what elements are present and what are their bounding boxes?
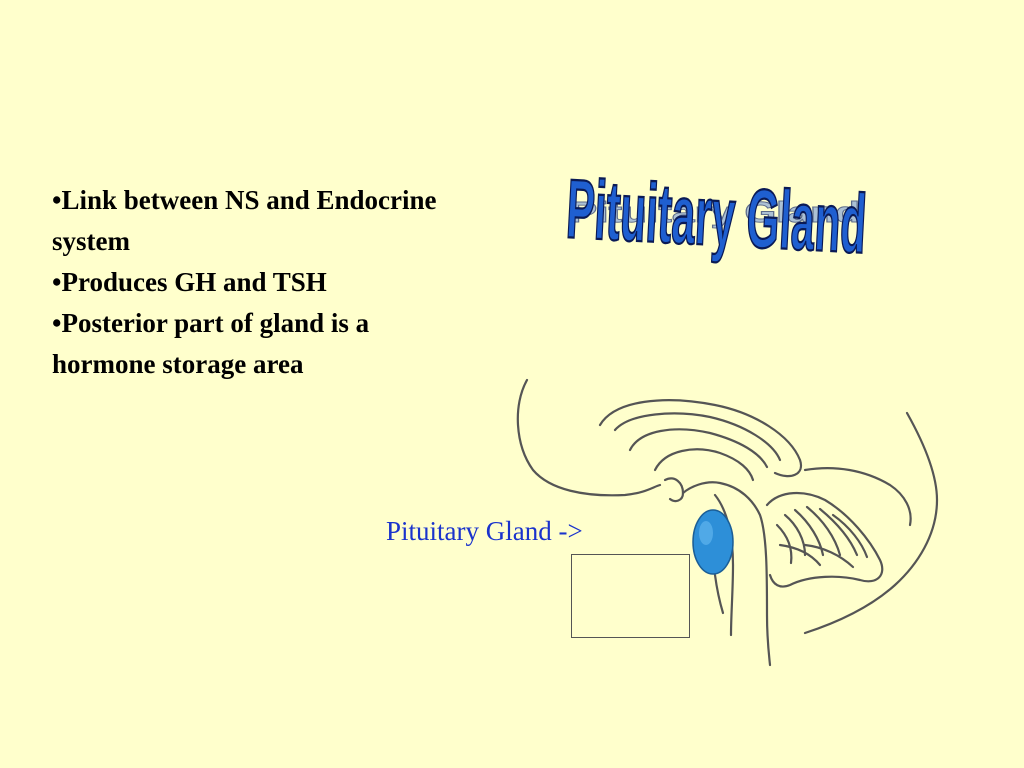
bullet-item: •Link between NS and Endocrine system [52,185,437,256]
wordart-main-text: Pituitary Gland [564,175,868,272]
pituitary-arrow-label: Pituitary Gland -> [386,516,583,546]
bullet-list: •Link between NS and Endocrine system •P… [52,180,452,385]
wordart-shadow: Pituitary Gland [570,197,860,229]
brain-sagittal-diagram [516,378,939,667]
pituitary-gland-shape [692,509,734,575]
bullet-item: •Posterior part of gland is a hormone st… [52,308,370,379]
empty-label-box [571,554,690,638]
wordart-title: Pituitary Gland Pituitary Gland [563,175,869,272]
bullet-item: •Produces GH and TSH [52,267,327,297]
